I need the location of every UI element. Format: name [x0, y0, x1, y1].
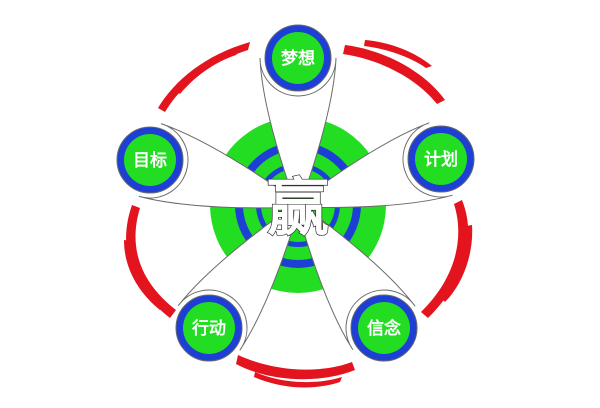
red-arc-left-thin	[124, 240, 163, 310]
node-action[interactable]: 行动	[175, 294, 243, 362]
petal-plan	[313, 122, 453, 208]
petal-goal	[138, 123, 283, 209]
red-arc-top-right	[343, 45, 445, 104]
node-label-action: 行动	[191, 318, 226, 339]
node-label-dream: 梦想	[281, 48, 315, 69]
node-label-plan: 计划	[424, 149, 458, 170]
node-belief[interactable]: 信念	[350, 294, 418, 362]
node-dream[interactable]: 梦想	[264, 24, 332, 92]
petals	[138, 57, 453, 351]
red-arc-right-thin	[441, 225, 473, 302]
red-arc-top-right-thin	[364, 40, 432, 68]
center-label: 赢	[267, 171, 329, 244]
red-arc-top-left-thin	[176, 50, 240, 94]
node-goal[interactable]: 目标	[116, 126, 184, 194]
node-label-belief: 信念	[367, 318, 401, 339]
petal-action	[177, 215, 295, 351]
petal-belief	[301, 215, 416, 351]
red-arc-bottom-thin	[254, 372, 342, 388]
outer-red-ring	[124, 40, 473, 388]
node-plan[interactable]: 计划	[407, 125, 475, 193]
red-arc-top-left	[158, 42, 250, 112]
node-label-goal: 目标	[133, 150, 167, 171]
petal-dream	[259, 57, 337, 186]
red-arc-bottom	[236, 355, 355, 380]
